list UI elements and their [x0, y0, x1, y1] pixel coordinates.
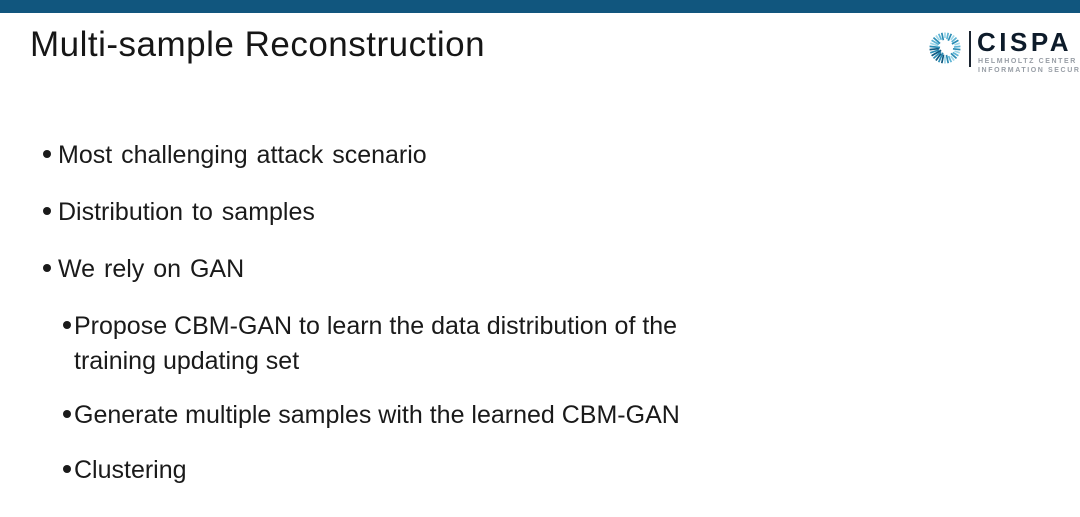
logo-subtitle-line1: HELMHOLTZ CENTER FOR: [978, 58, 1080, 65]
bullet-item: We rely on GAN: [43, 252, 245, 287]
logo-divider: [969, 31, 971, 67]
header-bar: [0, 0, 1080, 13]
bullet-text: Most challenging attack scenario: [58, 141, 427, 169]
bullet-text: Propose CBM-GAN to learn the data distri…: [74, 312, 678, 375]
bullet-dot: [43, 264, 51, 272]
bullet-dot: [43, 150, 51, 158]
logo-wordmark: CISPA: [977, 27, 1073, 57]
bullet-text: Generate multiple samples with the learn…: [74, 401, 680, 429]
bullet-text: We rely on GAN: [58, 255, 245, 283]
bullet-dot: [43, 207, 51, 215]
bullet-text: Distribution to samples: [58, 198, 315, 226]
bullet-dot: [63, 410, 71, 418]
bullet-item: Distribution to samples: [43, 195, 315, 230]
logo-subtitle-line2: INFORMATION SECURITY: [978, 67, 1080, 74]
slide-title: Multi-sample Reconstruction: [30, 25, 486, 64]
cispa-ring-icon: [929, 32, 961, 64]
cispa-logo: CISPA HELMHOLTZ CENTER FOR INFORMATION S…: [922, 26, 1080, 78]
bullet-dot: [63, 465, 71, 473]
bullet-subitem: Generate multiple samples with the learn…: [63, 398, 680, 433]
bullet-dot: [63, 321, 71, 329]
bullet-text: Clustering: [74, 456, 187, 484]
bullet-item: Most challenging attack scenario: [43, 138, 427, 173]
bullet-subitem: Clustering: [63, 453, 187, 488]
bullet-subitem: Propose CBM-GAN to learn the data distri…: [63, 309, 724, 379]
